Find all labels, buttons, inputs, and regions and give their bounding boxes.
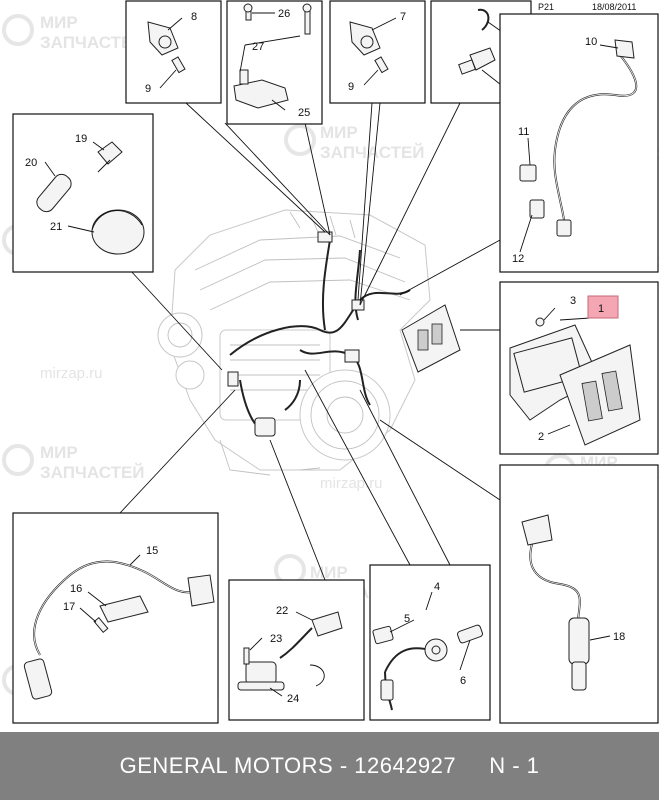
oxygen-sensor-connector-icon <box>614 39 635 59</box>
frame-part-10-12: 10 11 12 <box>499 13 659 273</box>
watermark-logo-icon <box>2 444 34 476</box>
oxygen-sensor-connector-icon <box>187 574 215 607</box>
engine-assembly <box>157 209 461 476</box>
part-number-label: GENERAL MOTORS - 12642927 N - 1 <box>119 753 540 778</box>
frame-part-7-9-right: 7 9 <box>329 0 426 104</box>
watermark-logo-icon <box>2 14 34 46</box>
page-code: P21 <box>538 2 554 12</box>
callout-22[interactable]: 22 <box>276 605 288 617</box>
watermark-site: mirzap.ru <box>40 365 103 382</box>
sensor-connector-icon <box>311 611 343 637</box>
watermark-line1: МИР <box>320 123 358 142</box>
sensor-body-icon <box>36 173 72 213</box>
map-sensor-icon <box>233 79 289 109</box>
oxygen-sensor-connector-icon <box>521 514 553 546</box>
leader-lines <box>119 102 501 581</box>
frame-part-25-27: 26 27 25 <box>226 0 323 125</box>
callout-15[interactable]: 15 <box>146 545 158 557</box>
callout-8[interactable]: 8 <box>191 11 197 23</box>
callout-12[interactable]: 12 <box>512 253 524 265</box>
callout-20[interactable]: 20 <box>25 157 37 169</box>
callout-6[interactable]: 6 <box>460 675 466 687</box>
frame-part-7-9-left: 8 9 <box>125 0 222 104</box>
callout-17[interactable]: 17 <box>63 601 75 613</box>
frame-part-19-21: 19 20 21 <box>12 113 154 273</box>
callout-18[interactable]: 18 <box>613 631 625 643</box>
callout-26[interactable]: 26 <box>278 8 290 20</box>
watermark-line2: ЗАПЧАСТЕЙ <box>40 33 145 52</box>
callout-5[interactable]: 5 <box>404 613 410 625</box>
callout-16[interactable]: 16 <box>70 583 82 595</box>
callout-9[interactable]: 9 <box>145 83 151 95</box>
watermark-logo-icon <box>284 124 316 156</box>
watermark-line1: МИР <box>40 443 78 462</box>
callout-24[interactable]: 24 <box>287 693 299 705</box>
callout-10[interactable]: 10 <box>585 36 597 48</box>
callout-7[interactable]: 7 <box>400 11 406 23</box>
callout-25[interactable]: 25 <box>298 107 310 119</box>
callout-1[interactable]: 1 <box>598 303 604 315</box>
callout-23[interactable]: 23 <box>270 633 282 645</box>
frame-part-22-24: 22 23 24 <box>228 579 365 721</box>
callout-11[interactable]: 11 <box>518 126 529 138</box>
drawing-date: 18/08/2011 <box>592 2 636 12</box>
callout-19[interactable]: 19 <box>75 133 87 145</box>
ecm-on-engine <box>401 304 461 373</box>
watermark-line2: ЗАПЧАСТЕЙ <box>40 463 145 482</box>
watermark-site: mirzap.ru <box>320 475 383 492</box>
frame-part-15-17: 15 16 17 <box>12 512 219 724</box>
frame-part-18: 18 <box>499 464 659 724</box>
callout-4[interactable]: 4 <box>434 581 440 593</box>
watermark-line1: МИР <box>40 13 78 32</box>
callout-27[interactable]: 27 <box>252 41 264 53</box>
callout-2[interactable]: 2 <box>538 431 544 443</box>
watermark-line1: МИР <box>310 563 348 582</box>
footer-bar: GENERAL MOTORS - 12642927 N - 1 <box>0 732 659 800</box>
exploded-parts-diagram: МИР ЗАПЧАСТЕЙ МИР ЗАПЧАСТЕЙ mirzap.ru mi… <box>2 0 659 724</box>
watermark-line2: ЗАПЧАСТЕЙ <box>320 143 425 162</box>
callout-3[interactable]: 3 <box>570 295 576 307</box>
frame-part-4-6: 4 5 6 <box>369 564 491 721</box>
frame-part-1-3-ecm: 1 3 2 <box>499 281 659 455</box>
callout-21[interactable]: 21 <box>50 221 62 233</box>
callout-9[interactable]: 9 <box>348 81 354 93</box>
highlight-part-1[interactable] <box>587 295 619 319</box>
